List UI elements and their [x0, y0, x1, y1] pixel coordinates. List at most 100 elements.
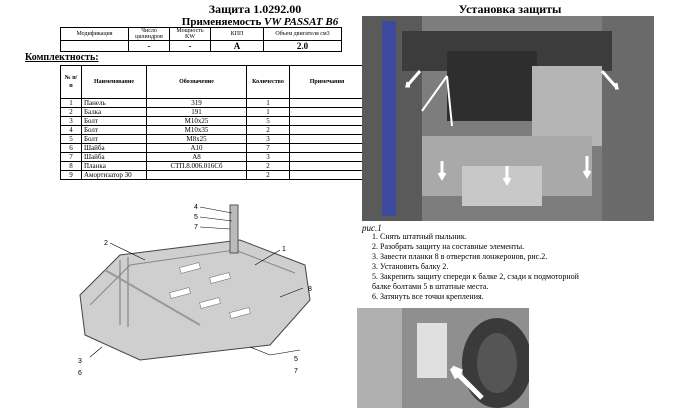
kit-header: Примечания: [289, 65, 365, 99]
table-cell: 1: [246, 98, 290, 108]
install-step: 1. Снять штатный пыльник.: [372, 232, 467, 241]
table-cell: М10х25: [146, 116, 247, 126]
table-cell: 1: [60, 98, 82, 108]
install-step: балке болтами 5 в штатные места.: [372, 282, 489, 291]
table-cell: СТП.8.006.016Сб: [146, 161, 247, 171]
table-cell: 7: [60, 152, 82, 162]
label-5b: 5: [294, 356, 298, 363]
table-cell: Болт: [81, 134, 147, 144]
table-cell: [289, 152, 365, 162]
table-cell: [289, 161, 365, 171]
table-cell: 5: [246, 116, 290, 126]
table-cell: Болт: [81, 125, 147, 135]
table-cell: 9: [60, 170, 82, 180]
table-cell: 6: [60, 143, 82, 153]
label-4: 4: [194, 204, 198, 211]
table-cell: Шайба: [81, 152, 147, 162]
install-step: 3. Установить балку 2.: [372, 262, 449, 271]
table-cell: [289, 125, 365, 135]
mounting-photo: [357, 308, 529, 408]
table-cell: [289, 107, 365, 117]
spec-value: А: [210, 40, 264, 52]
spec-header: Число цилиндров: [128, 27, 170, 41]
label-3: 3: [78, 358, 82, 365]
engine-bay-illustration: [362, 16, 654, 221]
table-cell: 7: [246, 143, 290, 153]
label-5: 5: [194, 214, 198, 221]
table-cell: [289, 143, 365, 153]
kit-header: № п/п: [60, 65, 82, 99]
kit-title: Комплектность:: [25, 52, 99, 63]
spec-value: 2.0: [263, 40, 342, 52]
page-title: Защита 1.0292.00: [208, 2, 302, 16]
table-cell: 8: [60, 161, 82, 171]
label-6: 6: [78, 370, 82, 377]
table-cell: Болт: [81, 116, 147, 126]
figure-caption: рис.1: [362, 223, 382, 233]
label-7: 7: [194, 224, 198, 231]
table-cell: 4: [60, 125, 82, 135]
spec-header: Объем двигателя см3: [263, 27, 342, 41]
kit-header: Наименование: [81, 65, 147, 99]
table-cell: Планка: [81, 161, 147, 171]
table-cell: 5: [60, 134, 82, 144]
install-steps: 1. Снять штатный пыльник. 2. Разобрать з…: [372, 232, 672, 302]
assembly-diagram: 4 5 7 2 1 8 3 6 5 7: [78, 204, 312, 377]
label-2: 2: [104, 240, 108, 247]
table-cell: 2: [60, 107, 82, 117]
table-cell: Шайба: [81, 143, 147, 153]
kit-table: № п/п Наименование Обозначение Количеств…: [60, 65, 365, 180]
table-cell: М10х35: [146, 125, 247, 135]
label-8: 8: [308, 286, 312, 293]
table-cell: [146, 170, 247, 180]
table-cell: 191: [146, 107, 247, 117]
table-cell: [289, 134, 365, 144]
install-step: 6. Затянуть все точки крепления.: [372, 292, 484, 301]
table-cell: Панель: [81, 98, 147, 108]
mounting-illustration: [357, 308, 529, 408]
table-cell: 2: [246, 161, 290, 171]
table-cell: Амортизатор 30: [81, 170, 147, 180]
install-step: 5. Закрепить защиту спереди к балке 2, с…: [372, 272, 579, 281]
spec-value: -: [128, 40, 170, 52]
spec-header: Мощность KW: [169, 27, 211, 41]
table-cell: 2: [246, 125, 290, 135]
spec-value: -: [169, 40, 211, 52]
table-cell: 3: [246, 134, 290, 144]
spec-table: Модификация Число цилиндров Мощность KW …: [60, 27, 342, 52]
table-cell: М8х25: [146, 134, 247, 144]
install-step: 2. Разобрать защиту на составные элемент…: [372, 242, 525, 251]
table-cell: 3: [60, 116, 82, 126]
spec-header: Модификация: [60, 27, 129, 41]
table-cell: [289, 116, 365, 126]
kit-header: Обозначение: [146, 65, 247, 99]
table-cell: [289, 98, 365, 108]
vehicle-model: VW PASSAT B6: [264, 16, 339, 28]
applicability-line: Применяемость VW PASSAT B6: [181, 16, 339, 28]
label-1: 1: [282, 246, 286, 253]
table-cell: 1: [246, 107, 290, 117]
table-cell: А8: [146, 152, 247, 162]
table-cell: 2: [246, 170, 290, 180]
install-step: 3. Завести планки 8 в отверстия лонжерон…: [372, 252, 548, 261]
install-title: Установка защиты: [458, 2, 562, 16]
kit-header: Количество: [246, 65, 290, 99]
table-cell: А10: [146, 143, 247, 153]
table-cell: [289, 170, 365, 180]
label-7b: 7: [294, 368, 298, 375]
table-cell: Балка: [81, 107, 147, 117]
engine-bay-photo: [362, 16, 654, 221]
table-cell: 319: [146, 98, 247, 108]
spec-value: [60, 40, 129, 52]
table-cell: 3: [246, 152, 290, 162]
spec-header: КПП: [210, 27, 264, 41]
